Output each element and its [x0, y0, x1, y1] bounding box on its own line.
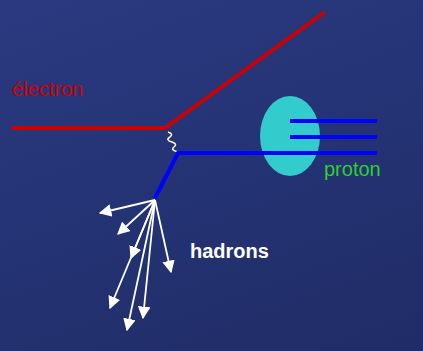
particle-label: proton — [324, 158, 381, 180]
hadron-arrows — [100, 200, 171, 330]
photon-line — [168, 132, 178, 152]
particle-label: électron — [12, 78, 83, 100]
products-label: hadrons — [190, 240, 269, 262]
electron-line — [12, 12, 325, 128]
